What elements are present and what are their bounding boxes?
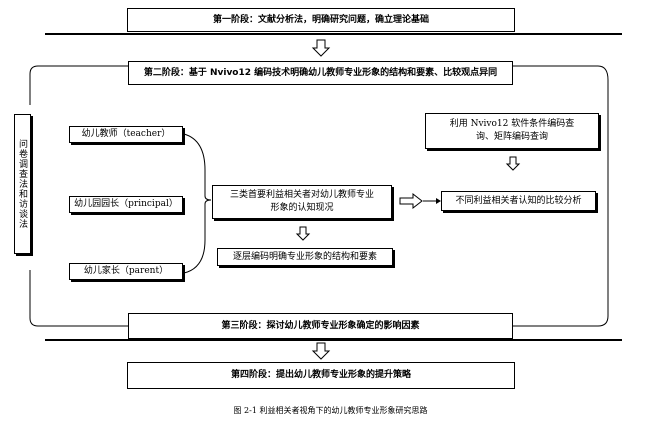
down-arrow-4 — [505, 156, 521, 171]
figure-caption: 图 2-1 利益相关者视角下的幼儿教师专业形象研究思路 — [233, 406, 428, 415]
center-box: 三类首要利益相关者对幼儿教师专业形象的认知现况 — [212, 185, 392, 219]
coding-box: 逐层编码明确专业形象的结构和要素 — [217, 248, 393, 266]
stakeholder-parent: 幼儿家长（parent） — [69, 263, 183, 280]
compare-arrow-head — [436, 198, 441, 204]
compare-box: 不同利益相关者认知的比较分析 — [441, 191, 596, 211]
stage3-rule — [45, 339, 622, 341]
stage4-box: 第四阶段：提出幼儿教师专业形象的提升策略 — [127, 362, 515, 389]
down-arrow-3 — [295, 226, 311, 241]
right-arrow — [399, 192, 423, 210]
down-arrow-1 — [311, 39, 331, 57]
stage1-box: 第一阶段：文献分析法，明确研究问题，确立理论基础 — [127, 8, 515, 32]
stakeholder-brace — [183, 133, 212, 274]
nvivo-query-box: 利用 Nvivo12 软件条件编码查询、矩阵编码查询 — [425, 113, 599, 149]
stakeholder-teacher: 幼儿教师（teacher） — [69, 126, 183, 143]
method-label: 问卷调查法和访谈法 — [17, 139, 27, 229]
stage2-box: 第二阶段：基于 Nvivo12 编码技术明确幼儿教师专业形象的结构和要素、比较观… — [128, 61, 513, 85]
stage2-frame — [29, 65, 609, 327]
stage3-box: 第三阶段：探讨幼儿教师专业形象确定的影响因素 — [128, 313, 513, 339]
stage1-rule — [45, 33, 622, 35]
stakeholder-principal: 幼儿园园长（principal） — [69, 196, 183, 213]
down-arrow-2 — [311, 342, 331, 360]
method-box: 问卷调查法和访谈法 — [14, 114, 31, 254]
